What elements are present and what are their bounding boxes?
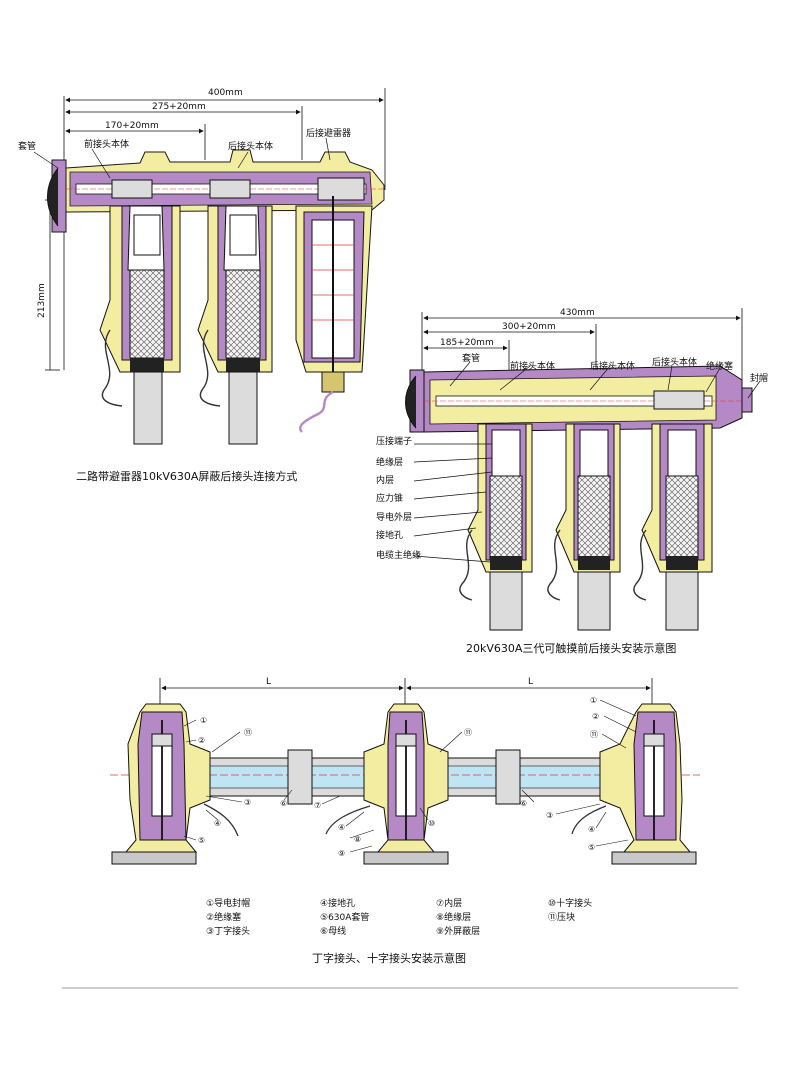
marker-6-left: ⑥ [280,799,287,808]
leaders-2 [413,361,761,563]
bushing-1 [47,159,67,233]
marker-7: ⑦ [314,801,321,810]
dim-l-left: L [266,677,271,687]
label-lug-2: 压接端子 [376,435,412,447]
dim-short-2: 185+20mm [440,338,494,348]
legend-item-4: ④接地孔 [320,897,355,909]
connector-1a [99,205,181,445]
label-plug-2: 绝缘塞 [706,360,733,372]
cross-joint-middle [363,703,449,865]
connector-1b [197,205,273,445]
legend-item-10: ⑩十字接头 [548,897,592,909]
ground-wires-3 [203,803,607,837]
diagram-3: L L [110,677,700,965]
label-bushing-2: 套管 [462,352,480,364]
label-arrester-1: 后接避雷器 [306,127,351,139]
caption-2: 20kV630A三代可触摸前后接头安装示意图 [466,641,676,655]
legend-item-11: ⑪压块 [548,911,575,923]
marker-5-left: ⑤ [198,836,205,845]
connector-2c [633,423,713,631]
dim-total-2: 430mm [560,308,595,318]
marker-2-left: ② [198,736,205,745]
label-rear-2a: 后接头本体 [590,360,635,372]
diagram-2: 430mm 300+20mm 185+20mm [376,308,768,655]
dim-mid-2: 300+20mm [502,322,556,332]
marker-1-left: ① [200,716,207,725]
marker-11-right: ⑪ [590,730,598,739]
marker-4-right: ④ [588,825,595,834]
marker-3-left: ③ [244,798,251,807]
legend-3: ①导电封帽 ②绝缘塞 ③丁字接头 ④接地孔 ⑤630A套管 ⑥母线 ⑦内层 ⑧绝… [206,897,592,937]
label-bushing-1: 套管 [18,140,36,152]
marker-5-right: ⑤ [588,843,595,852]
leaders-1 [33,137,331,179]
legend-item-7: ⑦内层 [436,897,462,909]
legend-item-9: ⑨外屏蔽层 [436,925,480,937]
marker-11-mid: ⑪ [464,728,472,737]
connector-2a [459,423,533,631]
dimension-lines-1 [45,88,386,371]
dim-l-right: L [528,677,533,687]
legend-item-3: ③丁字接头 [206,925,250,937]
label-rear-1: 后接头本体 [228,140,273,152]
markers-3 [183,699,637,853]
label-insulation-2: 绝缘层 [376,456,403,468]
connector-2b [547,423,621,631]
caption-3: 丁字接头、十字接头安装示意图 [312,951,466,965]
diagram-1: 400mm 275+20mm 170+20mm 213mm [18,88,386,483]
label-ground-2: 接地孔 [376,529,403,541]
dim-height-1: 213mm [37,283,47,318]
label-front-1: 前接头本体 [84,138,129,150]
marker-4-mid: ④ [338,823,345,832]
t-joint-left [111,703,211,865]
bus-body-1 [65,149,385,213]
legend-item-6: ⑥母线 [320,925,346,937]
label-outer-2: 导电外层 [376,511,412,523]
dim-mid-1: 275+20mm [152,102,206,112]
marker-11-left: ⑪ [244,728,252,737]
legend-item-2: ②绝缘塞 [206,911,241,923]
legend-item-1: ①导电封帽 [206,897,250,909]
marker-4-left: ④ [214,819,221,828]
dim-total-1: 400mm [208,88,243,98]
marker-numbers-3: ① ② ⑪ ③ ④ ⑤ ⑥ ⑦ ④ ⑧ ⑨ ⑩ ⑪ ⑥ ③ ④ ⑤ ① ② ⑪ [198,696,599,858]
dim-short-1: 170+20mm [105,121,159,131]
t-joint-right [599,703,697,865]
marker-10: ⑩ [428,819,435,828]
marker-2-right: ② [592,712,599,721]
dimension-lines-2 [421,308,743,392]
label-cap-2: 封帽 [750,372,768,384]
marker-3-right: ③ [546,811,553,820]
arrester-1 [295,196,373,433]
label-front-2: 前接头本体 [510,360,555,372]
legend-item-5: ⑤630A套管 [320,911,369,923]
bus-body-2 [423,365,753,433]
marker-6-right: ⑥ [520,799,527,808]
marker-1-right: ① [590,696,597,705]
label-cone-2: 应力锥 [376,492,403,504]
legend-item-8: ⑧绝缘层 [436,911,471,923]
bushing-2 [405,369,425,433]
marker-8: ⑧ [354,835,361,844]
caption-1: 二路带避雷器10kV630A屏蔽后接头连接方式 [76,469,297,483]
label-inner-2: 内层 [376,474,394,486]
marker-9: ⑨ [338,849,345,858]
label-main-2: 电缆主绝缘 [376,549,421,561]
label-rear-2b: 后接头本体 [652,356,697,368]
